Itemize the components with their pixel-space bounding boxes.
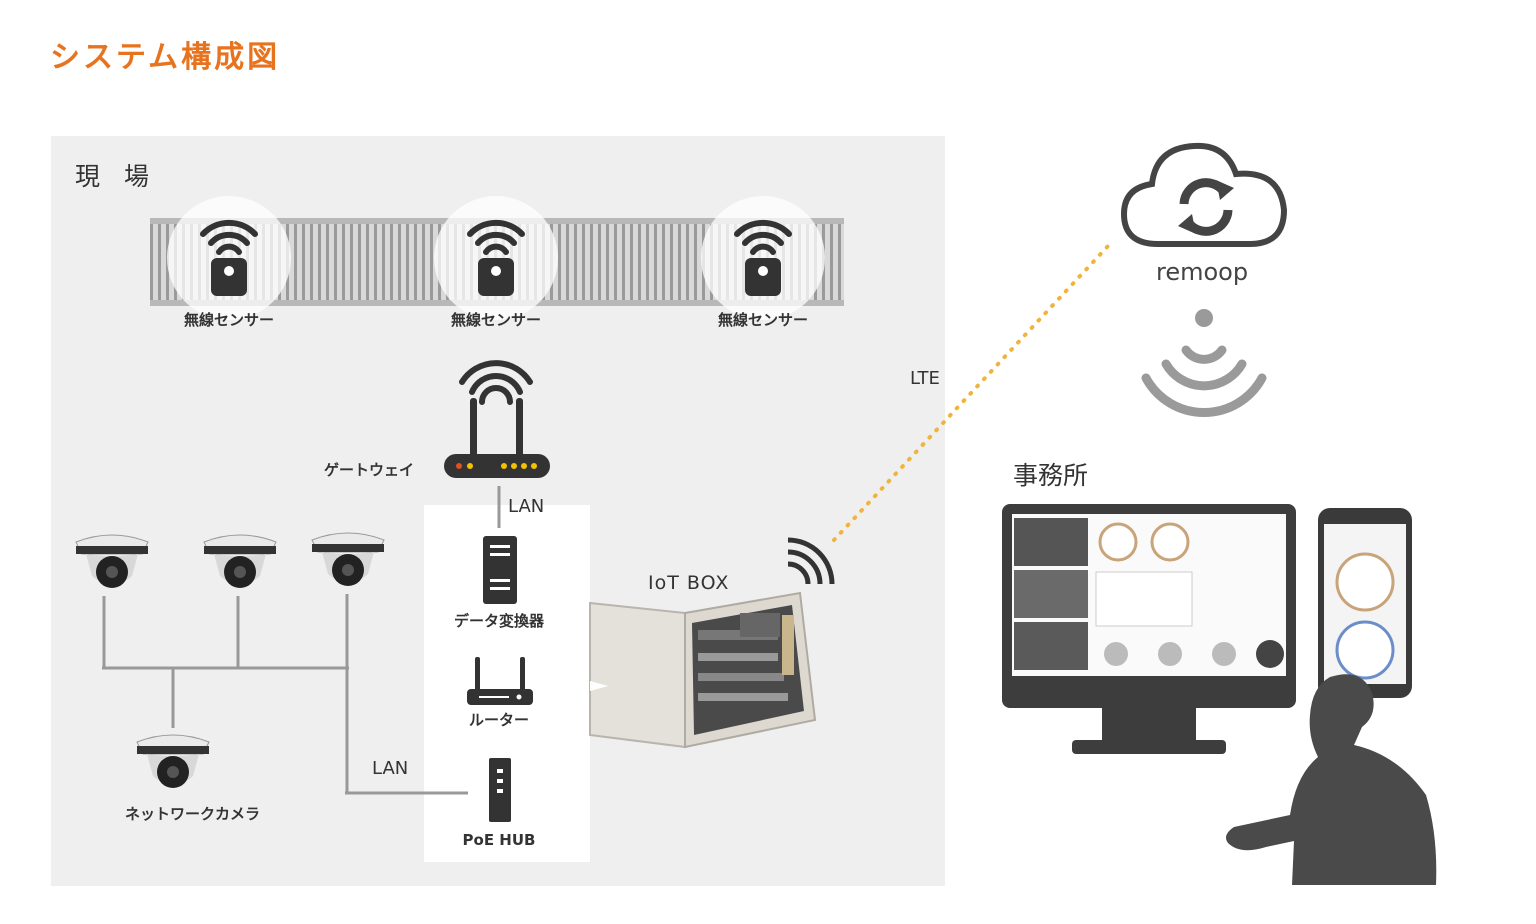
network-camera-1-icon (75, 534, 149, 588)
diagram-title: システム構成図 (50, 40, 281, 75)
data-converter-label: データ変換器 (453, 612, 545, 630)
sensor-label-3: 無線センサー (717, 311, 809, 329)
gateway-icon (444, 360, 550, 478)
gateway-lan-label: LAN (508, 496, 545, 517)
sensor-label-2: 無線センサー (450, 311, 542, 329)
office-worker-icon (1226, 674, 1437, 885)
smartphone-icon (1318, 508, 1412, 698)
network-camera-4-icon (136, 734, 210, 788)
lte-link-label: LTE (910, 368, 940, 389)
poe-hub-label: PoE HUB (462, 831, 536, 849)
iot-box-icon (589, 591, 817, 749)
network-camera-label: ネットワークカメラ (125, 805, 261, 823)
iot-box-label: IoT BOX (648, 572, 730, 594)
network-camera-2-icon (203, 534, 277, 588)
sensor-label-1: 無線センサー (183, 311, 275, 329)
gateway-label: ゲートウェイ (324, 461, 415, 479)
cloud-sync-icon (1120, 142, 1288, 247)
iot-box-signal-icon (787, 537, 835, 585)
poe-hub-icon (489, 758, 511, 822)
wireless-sensor-3-icon (701, 196, 825, 320)
site-area-label: 現 場 (75, 162, 157, 191)
wireless-sensor-1-icon (167, 196, 291, 320)
cloud-signal-icon (1141, 309, 1267, 417)
data-converter-icon (483, 536, 517, 604)
router-icon (467, 657, 533, 705)
camera-lan-label: LAN (372, 758, 409, 779)
wireless-sensor-2-icon (434, 196, 558, 320)
cloud-service-label: remoop (1156, 258, 1249, 286)
network-camera-3-icon (311, 532, 385, 586)
router-label: ルーター (468, 711, 530, 729)
monitor-icon (1002, 504, 1296, 754)
office-area-label: 事務所 (1013, 461, 1089, 490)
